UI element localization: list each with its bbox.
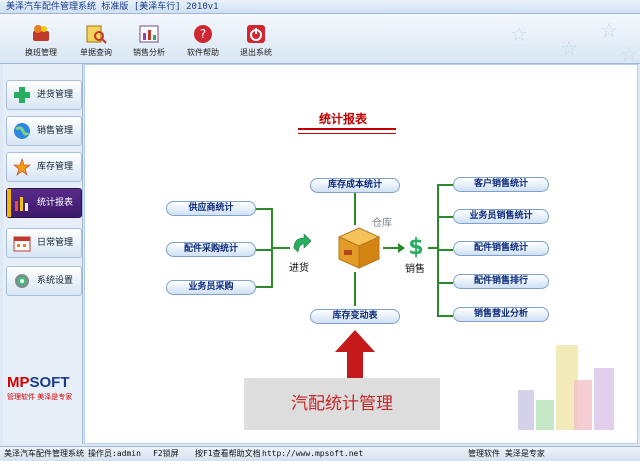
dollar-icon: $ [408, 235, 423, 258]
toolbar: 换班管理 单据查询 销售分析 ? 软件帮助 退出系统 ☆ ☆ ☆ ☆ [0, 14, 640, 66]
status-url: http://www.mpsoft.net [262, 449, 364, 458]
toolbar-button-help[interactable]: ? 软件帮助 [182, 20, 224, 58]
toolbar-button-sales-analysis[interactable]: 销售分析 [128, 20, 170, 58]
sidebar-item-reports[interactable]: 统计报表 [6, 188, 82, 218]
sidebar-item-purchase[interactable]: 进货管理 [6, 80, 82, 110]
shift-icon [33, 25, 49, 41]
status-bar: 美泽汽车配件管理系统 操作员:admin F2锁屏 按F1查看帮助文档 http… [0, 446, 640, 461]
status-help-hint: 按F1查看帮助文档 [195, 449, 261, 458]
sidebar-item-settings[interactable]: 系统设置 [6, 266, 82, 296]
sidebar-item-daily[interactable]: 日常管理 [6, 228, 82, 258]
svg-text:?: ? [200, 27, 206, 41]
star-icon [13, 158, 31, 176]
svg-text:$: $ [408, 235, 423, 258]
status-app-name: 美泽汽车配件管理系统 [4, 449, 84, 458]
gear-icon [15, 274, 29, 288]
purchase-label: 进货 [289, 263, 309, 274]
sales-label: 销售 [405, 264, 425, 275]
staff-sales-stats-button[interactable]: 业务员销售统计 [453, 209, 549, 224]
search-icon [86, 25, 107, 44]
part-sales-ranking-button[interactable]: 配件销售排行 [453, 274, 549, 289]
purchase-arrow-icon [293, 234, 312, 253]
logo-brand-b: SOFT [29, 374, 70, 391]
warehouse-box-icon [337, 227, 381, 269]
toolbar-button-exit[interactable]: 退出系统 [235, 20, 277, 58]
toolbar-label: 退出系统 [240, 48, 272, 57]
sidebar-item-label: 销售管理 [37, 126, 74, 136]
toolbar-label: 软件帮助 [187, 48, 219, 57]
customer-sales-stats-button[interactable]: 客户销售统计 [453, 177, 549, 192]
power-icon [247, 25, 265, 43]
sidebar-item-label: 库存管理 [37, 162, 74, 172]
staff-purchase-button[interactable]: 业务员采购 [166, 280, 256, 295]
logo-tagline: 管理软件 美泽是专家 [7, 393, 73, 401]
toolbar-label: 单据查询 [80, 48, 112, 57]
status-operator: 操作员:admin [88, 449, 141, 458]
globe-icon [14, 123, 30, 139]
part-sales-stats-button[interactable]: 配件销售统计 [453, 241, 549, 256]
bar-chart-icon [15, 197, 28, 211]
logo-brand-a: MP [7, 374, 30, 391]
active-indicator [7, 189, 11, 217]
sidebar-item-sales[interactable]: 销售管理 [6, 116, 82, 146]
status-lock-hint: F2锁屏 [153, 449, 179, 458]
title-underline [298, 128, 396, 134]
help-icon: ? [194, 25, 212, 43]
title-bar: 美泽汽车配件管理系统 标准版 [美泽车行] 2010v1 [0, 0, 640, 14]
watermark-banner: 汽配统计管理 [244, 378, 440, 430]
sidebar-item-label: 日常管理 [37, 238, 74, 248]
inventory-cost-stats-button[interactable]: 库存成本统计 [310, 178, 400, 193]
brand-logo: MPSOFT 管理软件 美泽是专家 [7, 374, 85, 402]
page-title: 统计报表 [318, 112, 367, 126]
toolbar-label: 换班管理 [25, 48, 57, 57]
sidebar-item-label: 进货管理 [37, 90, 74, 100]
sidebar-item-inventory[interactable]: 库存管理 [6, 152, 82, 182]
sidebar-item-label: 系统设置 [37, 276, 74, 286]
toolbar-button-shift[interactable]: 换班管理 [20, 20, 62, 58]
toolbar-button-search[interactable]: 单据查询 [75, 20, 117, 58]
decorative-stars: ☆ ☆ ☆ ☆ [510, 18, 638, 66]
status-slogan: 管理软件 美泽是专家 [468, 449, 545, 458]
supplier-stats-button[interactable]: 供应商统计 [166, 201, 256, 216]
part-purchase-stats-button[interactable]: 配件采购统计 [166, 242, 256, 257]
sales-business-analysis-button[interactable]: 销售营业分析 [453, 307, 549, 322]
toolbar-label: 销售分析 [133, 48, 165, 57]
window-title: 美泽汽车配件管理系统 标准版 [美泽车行] 2010v1 [6, 2, 219, 12]
plus-icon [14, 87, 30, 103]
sidebar: 进货管理 销售管理 库存管理 统计报表 日常管理 系统设置 MPSOFT 管理软… [3, 64, 83, 444]
warehouse-label: 仓库 [372, 218, 392, 229]
calendar-icon [13, 236, 31, 252]
inventory-change-report-button[interactable]: 库存变动表 [310, 309, 400, 324]
chart-icon [139, 25, 159, 43]
sidebar-item-label: 统计报表 [37, 198, 74, 208]
